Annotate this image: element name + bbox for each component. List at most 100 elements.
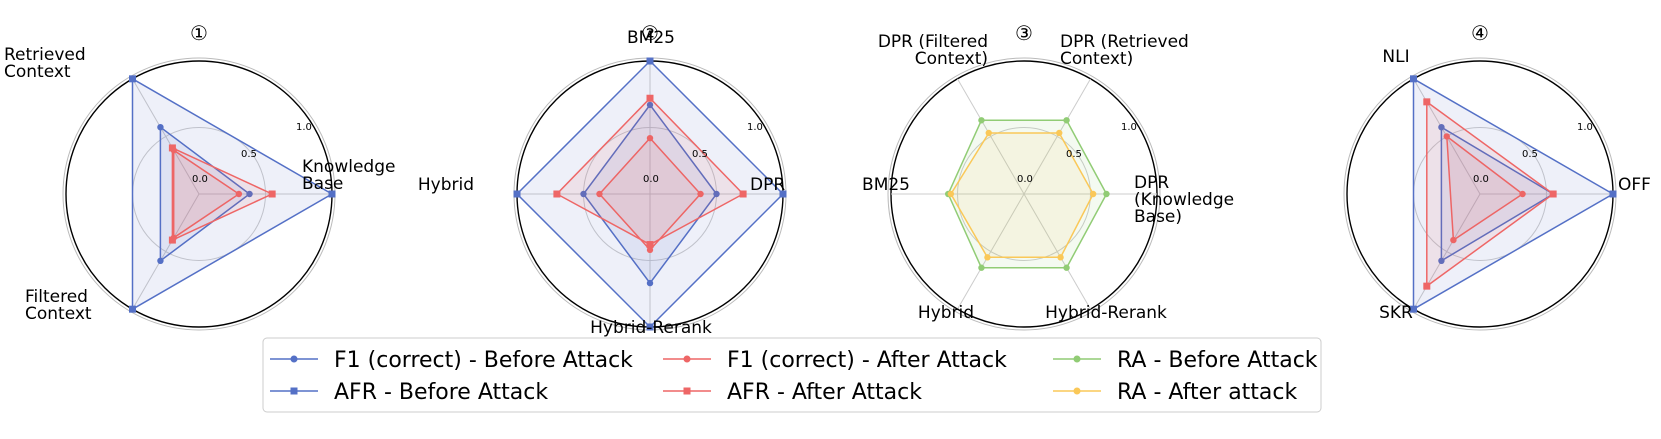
- data-point: [646, 101, 654, 109]
- data-point: [1443, 133, 1450, 140]
- panel-title: ②: [641, 21, 659, 45]
- series-polygon: [1412, 77, 1615, 311]
- r-tick-label: 0.5: [1066, 149, 1082, 160]
- r-tick-label: 1.0: [1121, 122, 1137, 133]
- series-polygon: [172, 148, 241, 240]
- data-point: [978, 264, 985, 271]
- axis-label: DPR: [750, 175, 785, 195]
- data-point: [513, 190, 521, 198]
- data-point: [985, 129, 992, 137]
- data-point: [1410, 75, 1417, 83]
- data-point: [1057, 254, 1064, 261]
- axis-label: BM25: [862, 175, 910, 195]
- data-point: [129, 305, 136, 313]
- series-3: [1443, 133, 1526, 244]
- data-point: [1450, 236, 1457, 244]
- data-point: [646, 246, 654, 254]
- series-polygon: [171, 146, 274, 242]
- series-2: [947, 129, 1097, 261]
- series-4: [168, 144, 276, 244]
- legend-label: RA - After attack: [1117, 380, 1298, 405]
- series-1: [1438, 123, 1557, 265]
- data-point: [1063, 264, 1070, 271]
- r-tick-label: 1.0: [296, 122, 312, 133]
- series-2: [129, 75, 336, 313]
- data-point: [580, 190, 587, 198]
- series-4: [1423, 98, 1557, 290]
- axis-label: Hybrid: [918, 303, 974, 323]
- series-3: [596, 134, 704, 254]
- legend-label: AFR - After Attack: [727, 380, 922, 405]
- data-point: [157, 257, 164, 265]
- series-1: [580, 101, 720, 287]
- spoke-3: [1413, 193, 1481, 310]
- spoke-2: [1023, 78, 1091, 195]
- legend-item: F1 (correct) - After Attack: [663, 348, 1007, 373]
- r-tick-label: 0.0: [192, 174, 208, 185]
- data-point: [646, 241, 654, 249]
- legend-label: F1 (correct) - After Attack: [727, 348, 1007, 373]
- data-point: [713, 190, 720, 198]
- panel-title: ③: [1015, 21, 1033, 45]
- axis-label: Hybrid: [418, 175, 474, 195]
- series-polygon: [1445, 134, 1524, 242]
- data-point: [1410, 305, 1417, 313]
- spoke-5: [957, 193, 1025, 310]
- legend-marker: [1073, 355, 1081, 363]
- legend-marker: [683, 387, 691, 395]
- data-point: [984, 254, 991, 261]
- data-point: [1519, 190, 1526, 198]
- data-point: [1609, 190, 1617, 198]
- legend-marker: [290, 355, 298, 363]
- data-point: [1089, 190, 1097, 198]
- legend-item: RA - After attack: [1053, 380, 1298, 405]
- data-point: [646, 323, 654, 331]
- axis-label: Hybrid-Rerank: [590, 318, 712, 338]
- r-tick-label: 0.5: [1522, 149, 1538, 160]
- data-point: [1063, 117, 1070, 124]
- r-tick-label: 0.0: [1473, 174, 1489, 185]
- series-2: [1410, 75, 1617, 313]
- data-point: [1056, 129, 1063, 137]
- panel-title: ④: [1471, 21, 1489, 45]
- series-polygon: [131, 77, 334, 311]
- data-point: [168, 144, 176, 152]
- legend-label: AFR - Before Attack: [334, 380, 548, 405]
- data-point: [1549, 190, 1557, 198]
- outer-ring: [887, 57, 1161, 331]
- legend-marker: [290, 387, 298, 395]
- legend-item: AFR - After Attack: [663, 380, 922, 405]
- series-4: [553, 94, 747, 249]
- data-point: [596, 190, 603, 198]
- data-point: [246, 190, 253, 198]
- r-tick-label: 1.0: [1577, 122, 1593, 133]
- data-point: [1423, 282, 1431, 290]
- axis-label: NLI: [1382, 47, 1409, 67]
- data-point: [646, 94, 654, 102]
- legend-label: F1 (correct) - Before Attack: [334, 348, 633, 373]
- series-1: [944, 117, 1110, 271]
- panel-title: ①: [190, 21, 208, 45]
- r-tick-label: 0.5: [692, 149, 708, 160]
- data-point: [168, 236, 176, 244]
- series-2: [513, 57, 787, 331]
- legend-label: RA - Before Attack: [1117, 348, 1318, 373]
- series-1: [157, 123, 253, 265]
- data-point: [1438, 123, 1445, 131]
- series-polygon: [1426, 100, 1555, 288]
- legend-box: [262, 337, 1322, 413]
- data-point: [739, 190, 747, 198]
- data-point: [978, 117, 985, 124]
- axis-label: Hybrid-Rerank: [1045, 303, 1167, 323]
- axis-label: BM25: [627, 28, 675, 48]
- data-point: [553, 190, 561, 198]
